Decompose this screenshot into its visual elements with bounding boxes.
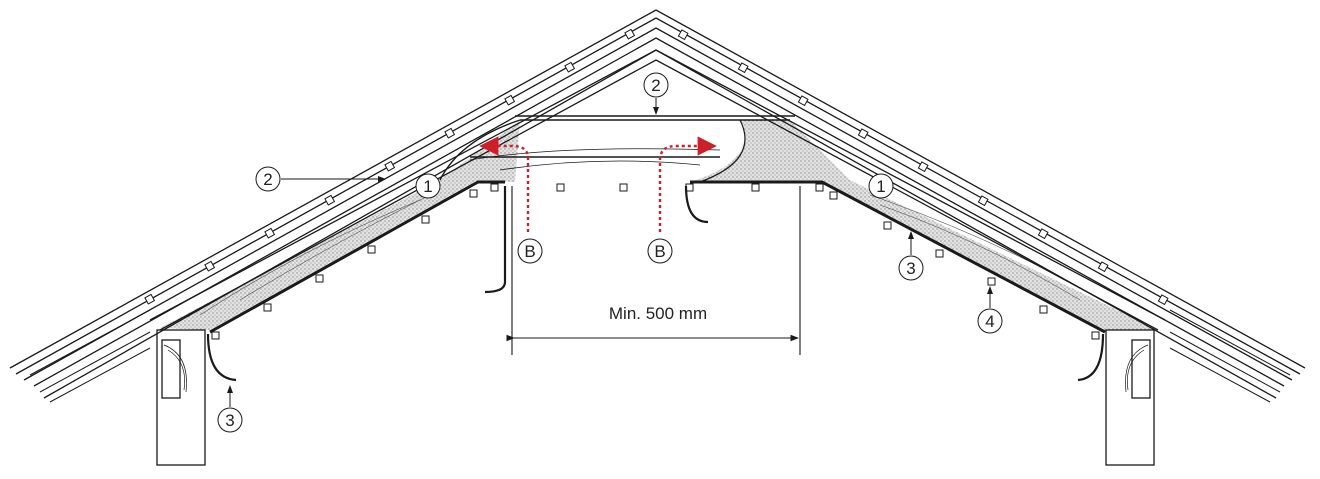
callout-1-right: 1 <box>868 173 894 199</box>
callout-1-left-text: 1 <box>423 177 432 196</box>
callout-4-right-text: 4 <box>985 312 994 331</box>
callout-1-left: 1 <box>415 173 441 199</box>
callout-1-right-text: 1 <box>876 177 885 196</box>
callout-2-left-text: 2 <box>263 170 272 189</box>
opening-dimension <box>506 186 801 355</box>
callout-b-left: B <box>517 238 543 264</box>
callout-2-top-text: 2 <box>651 76 660 95</box>
walls <box>156 329 1155 466</box>
roof-battens <box>144 28 1169 306</box>
eave-tiles <box>29 309 1291 403</box>
callout-3-right-text: 3 <box>906 259 915 278</box>
membrane-flaps <box>206 185 1105 382</box>
callout-2-top: 2 <box>643 72 669 98</box>
leader-lines <box>227 98 993 407</box>
callout-b-left-text: B <box>524 242 535 261</box>
ceiling-battens <box>211 183 1100 340</box>
airflow-arrows <box>479 136 717 232</box>
callout-4-right: 4 <box>977 308 1003 334</box>
callout-b-right-text: B <box>654 242 665 261</box>
callout-3-left-text: 3 <box>225 411 234 430</box>
callout-3-left: 3 <box>217 407 243 433</box>
callout-b-right: B <box>647 238 673 264</box>
callout-2-left: 2 <box>255 166 281 192</box>
callout-3-right: 3 <box>898 255 924 281</box>
roof-covering <box>9 9 1306 399</box>
ceiling-lining <box>209 180 1106 334</box>
dimension-label: Min. 500 mm <box>609 304 707 323</box>
collar-timber <box>439 115 795 183</box>
